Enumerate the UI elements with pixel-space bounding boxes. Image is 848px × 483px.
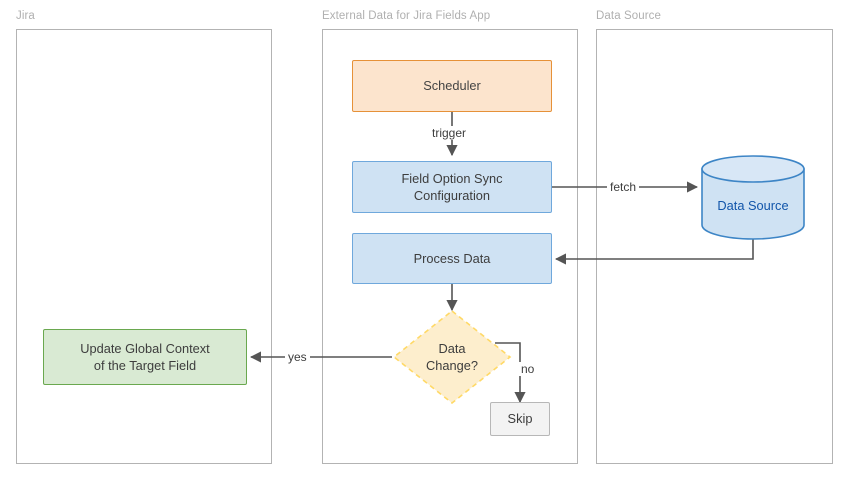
node-update-global-context[interactable]: Update Global Context of the Target Fiel… <box>43 329 247 385</box>
node-process-data-label: Process Data <box>413 250 491 266</box>
node-data-change-decision[interactable]: Data Change? <box>392 309 512 405</box>
node-skip[interactable]: Skip <box>490 402 550 436</box>
edge-label-no: no <box>518 362 538 376</box>
node-sync-config-label-line2: Configuration <box>413 188 491 203</box>
edge-label-fetch: fetch <box>607 180 640 194</box>
node-update-context-label-line2: of the Target Field <box>93 358 197 373</box>
node-field-option-sync-configuration[interactable]: Field Option Sync Configuration <box>352 161 552 213</box>
lane-jira <box>16 29 272 464</box>
lane-label-external-data-app: External Data for Jira Fields App <box>322 10 491 22</box>
edge-label-yes: yes <box>285 350 310 364</box>
lane-data-source <box>596 29 833 464</box>
node-process-data[interactable]: Process Data <box>352 233 552 284</box>
node-scheduler[interactable]: Scheduler <box>352 60 552 112</box>
lane-label-jira: Jira <box>16 10 35 22</box>
node-scheduler-label: Scheduler <box>423 78 481 94</box>
database-cylinder-icon <box>701 155 805 240</box>
edge-label-trigger: trigger <box>429 126 470 140</box>
node-skip-label: Skip <box>507 411 533 427</box>
node-update-context-label-line1: Update Global Context <box>80 340 210 356</box>
node-data-source-cylinder[interactable]: Data Source <box>700 155 806 240</box>
decision-diamond-shape <box>392 309 512 405</box>
lane-label-data-source: Data Source <box>596 10 662 22</box>
node-sync-config-label-line1: Field Option Sync <box>401 170 503 186</box>
